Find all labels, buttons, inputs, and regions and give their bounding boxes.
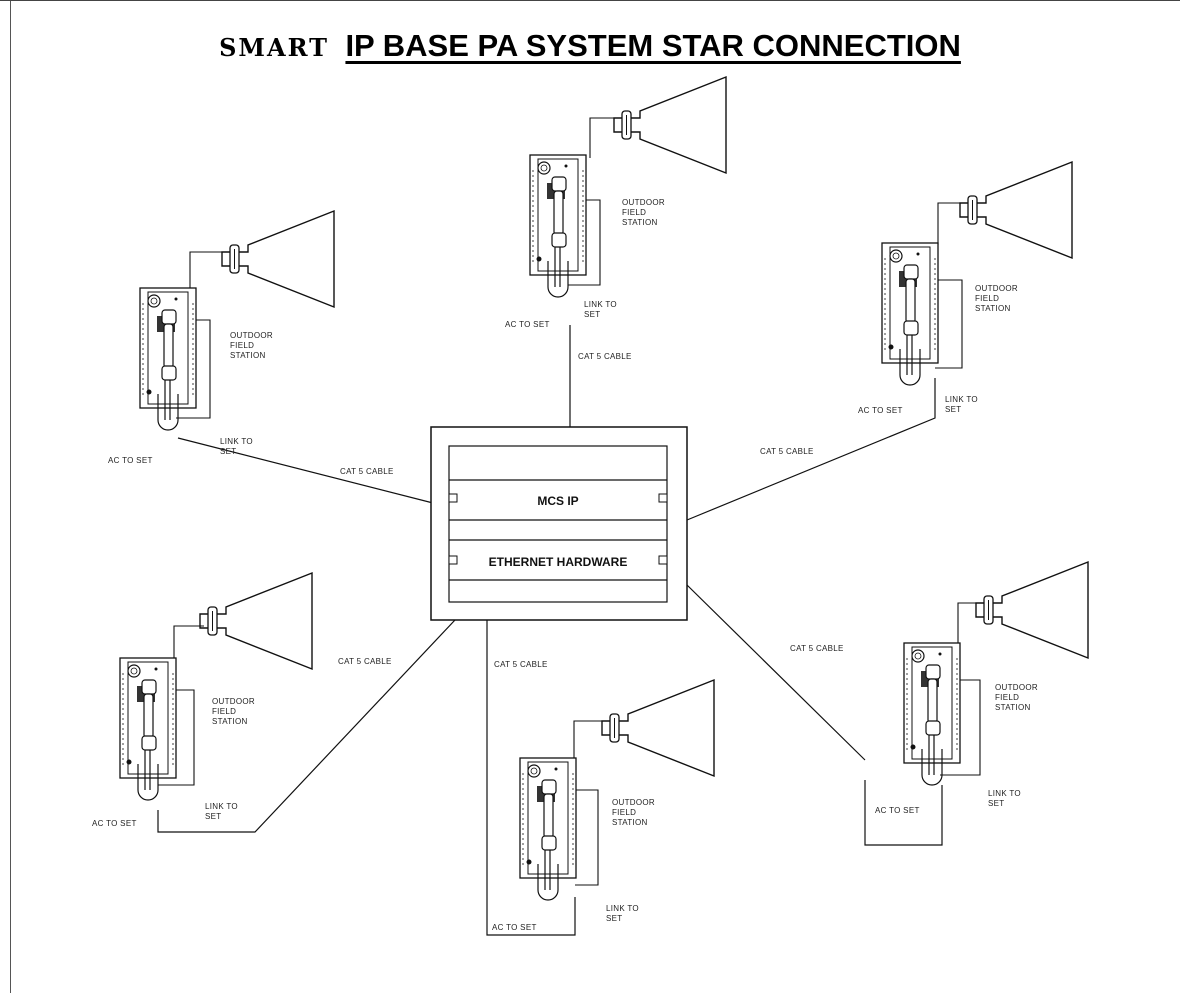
horn-speaker-icon xyxy=(613,76,727,174)
station-label-line1: OUTDOOR xyxy=(212,697,255,706)
link-label-line2: SET xyxy=(606,914,622,923)
link-label-line2: SET xyxy=(945,405,961,414)
station-top-center: OUTDOOR FIELD STATION LINK TO SET AC TO … xyxy=(505,76,727,361)
station-label-line2: FIELD xyxy=(995,693,1019,702)
station-label-line3: STATION xyxy=(212,717,248,726)
link-label-line1: LINK TO xyxy=(988,789,1021,798)
hub-inner-frame xyxy=(448,445,668,603)
title-text: IP BASE PA SYSTEM STAR CONNECTION xyxy=(345,28,961,63)
cable-label: CAT 5 CABLE xyxy=(578,352,632,361)
diagram-title: SMART IP BASE PA SYSTEM STAR CONNECTION xyxy=(0,28,1180,64)
cable-label: CAT 5 CABLE xyxy=(338,657,392,666)
link-label-line1: LINK TO xyxy=(220,437,253,446)
cable-line xyxy=(486,620,576,936)
horn-speaker-icon xyxy=(221,210,335,308)
cable-label: CAT 5 CABLE xyxy=(790,644,844,653)
link-label-line1: LINK TO xyxy=(606,904,639,913)
station-label-line2: FIELD xyxy=(612,808,636,817)
station-label-line3: STATION xyxy=(975,304,1011,313)
horn-speaker-icon xyxy=(959,161,1073,259)
station-label-line3: STATION xyxy=(230,351,266,360)
station-label-line1: OUTDOOR xyxy=(975,284,1018,293)
cable-line xyxy=(686,378,936,521)
field-station-phone-icon xyxy=(119,657,177,801)
station-label-line2: FIELD xyxy=(622,208,646,217)
cable-line xyxy=(157,619,456,833)
cable-label: CAT 5 CABLE xyxy=(760,447,814,456)
ac-label: AC TO SET xyxy=(858,406,903,415)
station-right-top: OUTDOOR FIELD STATION LINK TO SET AC TO … xyxy=(760,161,1073,456)
station-left-bottom: OUTDOOR FIELD STATION LINK TO SET AC TO … xyxy=(92,572,392,828)
ac-label: AC TO SET xyxy=(875,806,920,815)
station-label-line3: STATION xyxy=(612,818,648,827)
station-label-line1: OUTDOOR xyxy=(612,798,655,807)
field-station-phone-icon xyxy=(139,287,197,431)
link-label-line1: LINK TO xyxy=(945,395,978,404)
central-hub: MCS IP ETHERNET HARDWARE xyxy=(430,426,688,621)
cable-lines xyxy=(157,325,943,936)
field-station-phone-icon xyxy=(881,242,939,386)
station-label-line2: FIELD xyxy=(230,341,254,350)
page-border-top xyxy=(0,0,1180,1)
link-label-line2: SET xyxy=(220,447,236,456)
horn-speaker-icon xyxy=(601,679,715,777)
field-station-phone-icon xyxy=(529,154,587,298)
station-right-bottom: OUTDOOR FIELD STATION LINK TO SET AC TO … xyxy=(790,561,1089,815)
station-label-line1: OUTDOOR xyxy=(995,683,1038,692)
station-label-line1: OUTDOOR xyxy=(230,331,273,340)
page-border-left xyxy=(10,0,11,993)
field-station-phone-icon xyxy=(519,757,577,901)
horn-speaker-icon xyxy=(199,572,313,670)
station-bottom-center: OUTDOOR FIELD STATION LINK TO SET AC TO … xyxy=(492,660,715,932)
cable-line xyxy=(864,780,943,846)
ac-label: AC TO SET xyxy=(492,923,537,932)
field-station-phone-icon xyxy=(903,642,961,786)
station-label-line2: FIELD xyxy=(975,294,999,303)
station-label-line3: STATION xyxy=(622,218,658,227)
station-label-line2: FIELD xyxy=(212,707,236,716)
brand-name: SMART xyxy=(219,33,329,62)
hub-mcs-label: MCS IP xyxy=(537,494,578,508)
ac-label: AC TO SET xyxy=(505,320,550,329)
station-label-line3: STATION xyxy=(995,703,1031,712)
station-label-line1: OUTDOOR xyxy=(622,198,665,207)
cable-label: CAT 5 CABLE xyxy=(340,467,394,476)
ac-label: AC TO SET xyxy=(108,456,153,465)
link-label-line1: LINK TO xyxy=(584,300,617,309)
link-label-line2: SET xyxy=(988,799,1004,808)
cable-line xyxy=(686,584,866,761)
ac-label: AC TO SET xyxy=(92,819,137,828)
cable-line xyxy=(177,437,434,504)
link-label-line1: LINK TO xyxy=(205,802,238,811)
station-left-top: OUTDOOR FIELD STATION LINK TO SET AC TO … xyxy=(108,210,394,476)
cable-label: CAT 5 CABLE xyxy=(494,660,548,669)
link-label-line2: SET xyxy=(205,812,221,821)
horn-speaker-icon xyxy=(975,561,1089,659)
link-label-line2: SET xyxy=(584,310,600,319)
hub-ethernet-label: ETHERNET HARDWARE xyxy=(489,555,628,569)
